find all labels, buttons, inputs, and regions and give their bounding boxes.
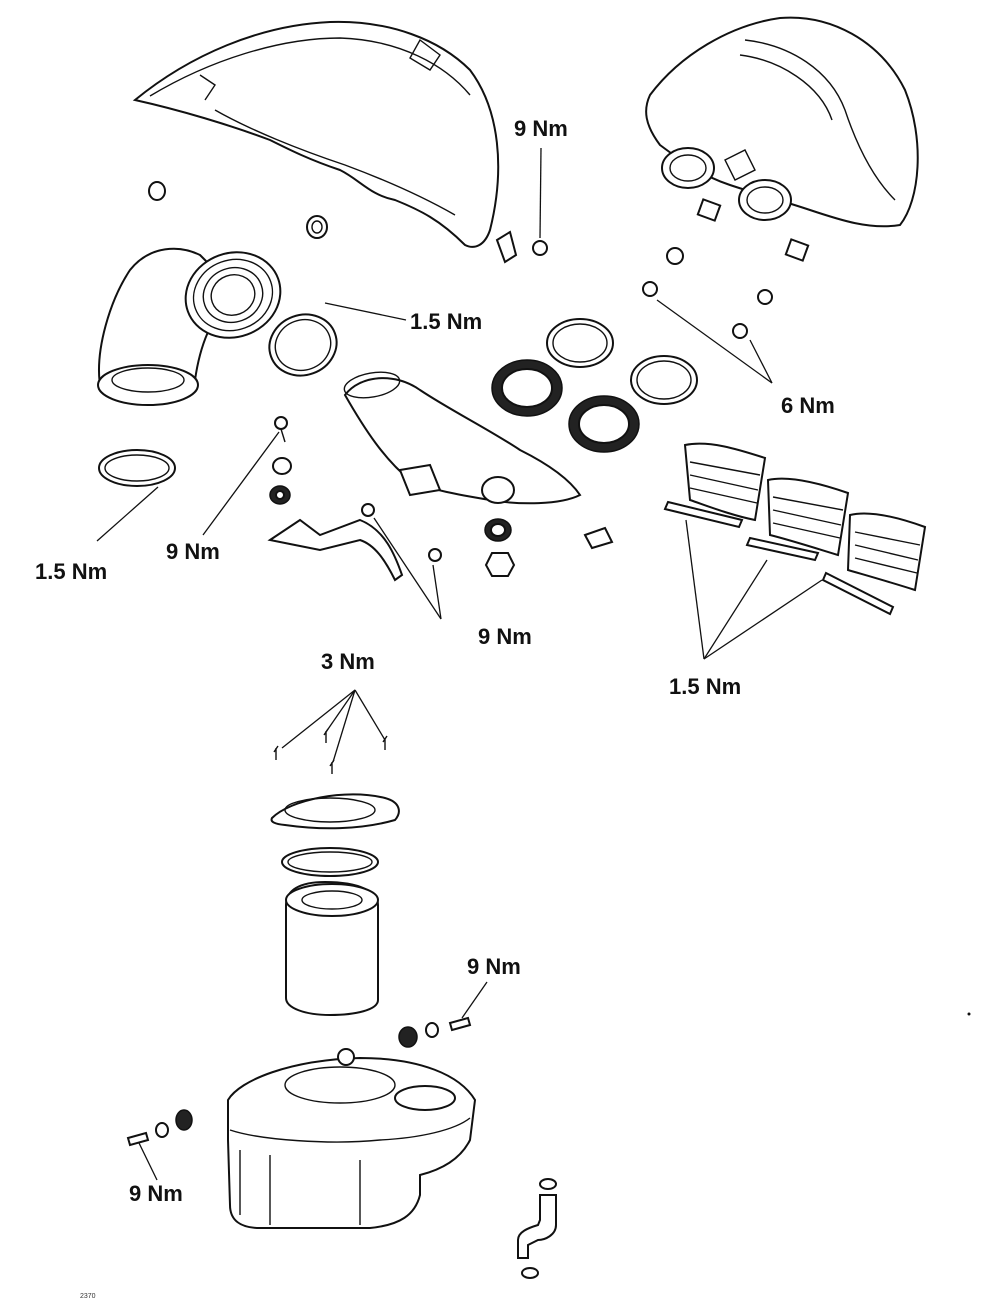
clip-nut	[784, 238, 810, 262]
clip	[583, 526, 614, 550]
bolt	[361, 503, 375, 517]
clip	[495, 230, 518, 264]
nut	[484, 552, 516, 577]
intake-cover-left	[132, 20, 500, 248]
bolt	[428, 548, 442, 562]
washer	[642, 281, 658, 297]
washer	[425, 1022, 439, 1038]
hose-clamp	[630, 355, 698, 405]
torque-label: 1.5 Nm	[410, 309, 483, 334]
torque-label: 9 Nm	[478, 624, 532, 649]
grommet	[398, 1026, 418, 1048]
torque-label: 3 Nm	[321, 649, 375, 674]
intake-plenum-right	[645, 16, 919, 228]
clip-nut	[696, 198, 722, 222]
throttle-boots	[683, 442, 927, 592]
screws	[273, 728, 388, 774]
washer	[666, 247, 684, 265]
bolt	[532, 240, 548, 256]
hose-clamp	[546, 318, 614, 368]
torque-label: 9 Nm	[514, 116, 568, 141]
torque-label: 9 Nm	[467, 954, 521, 979]
torque-label: 1.5 Nm	[669, 674, 742, 699]
air-filter-box	[227, 1048, 477, 1229]
washer	[757, 289, 773, 305]
grommet	[175, 1109, 193, 1131]
hose-clamp	[268, 313, 338, 377]
elbow-duct	[97, 247, 282, 406]
strip	[821, 571, 895, 616]
gasket	[281, 847, 379, 877]
strip	[663, 500, 744, 529]
washer	[155, 1122, 169, 1138]
figure-reference-code: 2370	[80, 1293, 96, 1300]
bolt	[448, 1016, 472, 1032]
washer	[272, 457, 292, 475]
torque-label: 6 Nm	[781, 393, 835, 418]
center-duct	[343, 371, 582, 505]
hose-clamp	[98, 449, 176, 487]
bolt-head	[732, 323, 748, 339]
grommet	[148, 181, 166, 201]
bolt	[274, 416, 288, 430]
torque-label: 9 Nm	[129, 1181, 183, 1206]
drain-hose	[517, 1178, 557, 1279]
filter-cover	[270, 793, 400, 830]
torque-label: 9 Nm	[166, 539, 220, 564]
leader-lines	[96, 147, 823, 1181]
bolt	[126, 1131, 150, 1147]
strip	[745, 536, 820, 562]
torque-label: 1.5 Nm	[35, 559, 108, 584]
grommet	[306, 215, 328, 239]
bracket	[267, 518, 404, 582]
air-filter-element	[285, 880, 379, 1017]
